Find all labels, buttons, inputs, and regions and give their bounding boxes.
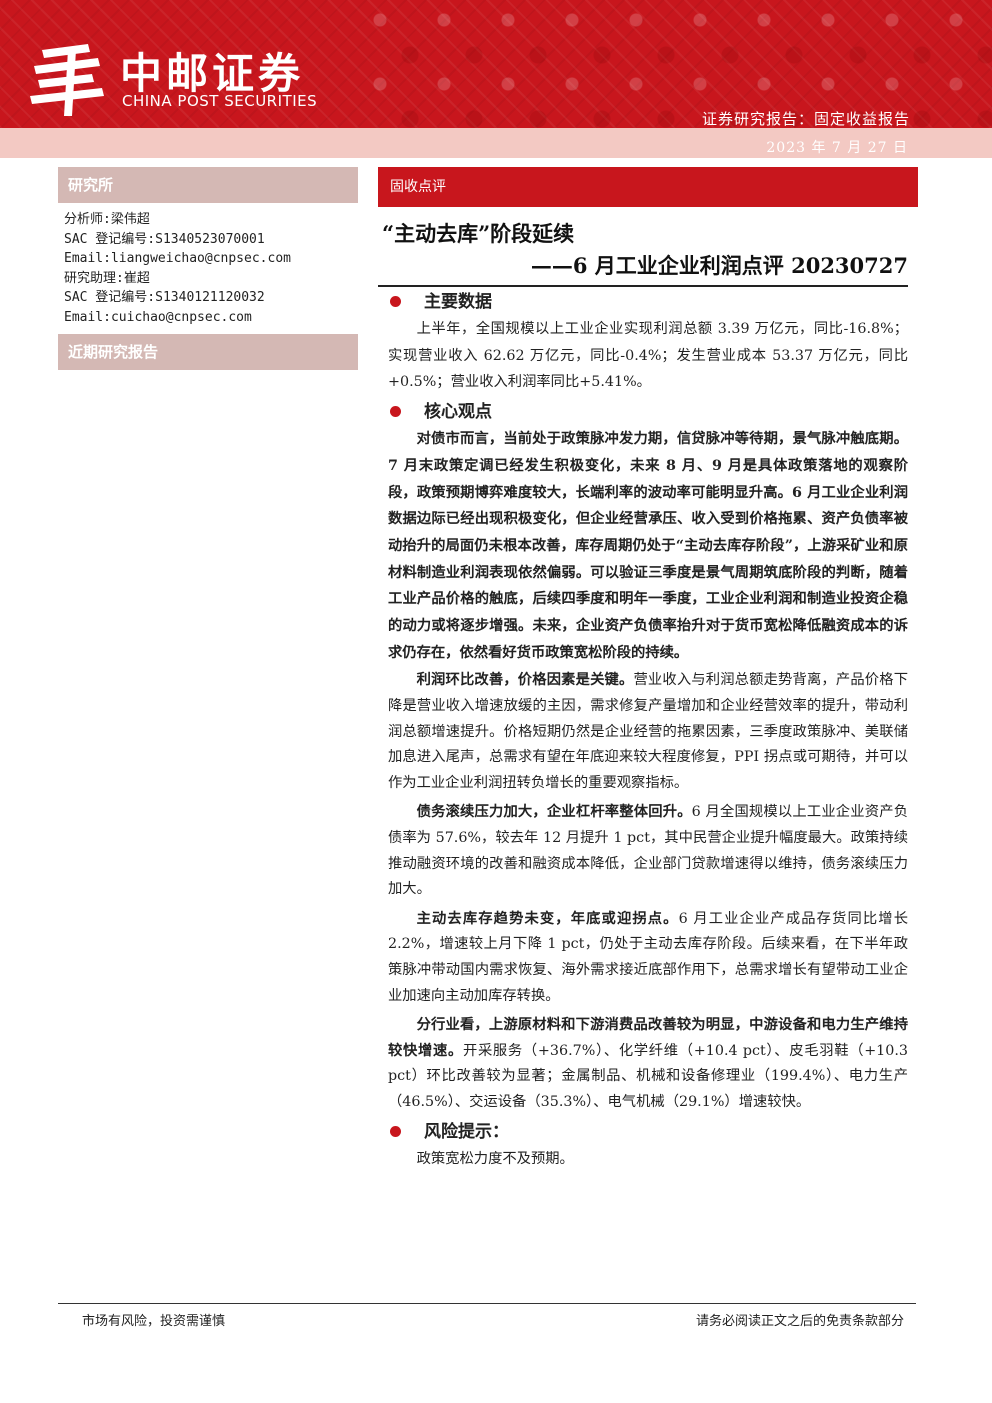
institute-header: 研究所 [58,167,358,203]
date-band: 2023 年 7 月 27 日 [0,128,992,158]
inventory-paragraph: 主动去库存趋势未变，年底或迎拐点。6 月工业企业产成品存货同比增长 2.2%，增… [388,907,908,1009]
title-divider [378,285,908,287]
footer-disclaimer-notice: 请务必阅读正文之后的免责条款部分 [695,1314,904,1329]
debt-body: 6 月全国规模以上工业企业资产负债率为 57.6%，较去年 12 月提升 1 p… [388,804,908,898]
key-data-paragraph: 上半年，全国规模以上工业企业实现利润总额 3.39 万亿元，同比-16.8%；实… [388,321,908,391]
company-logo: 中邮证券 CHINA POST SECURITIES [28,40,348,120]
section-heading-risk: 风险提示： [388,1118,908,1146]
assistant-name: 研究助理:崔超 [64,270,150,286]
industry-body: 开采服务（+36.7%）、化学纤维（+10.4 pct）、皮毛羽鞋（+10.3 … [388,1042,909,1110]
footer-risk-notice: 市场有风险，投资需谨慎 [82,1314,226,1329]
inventory-body: 6 月工业企业产成品存货同比增长 2.2%，增速较上月下降 1 pct，仍处于主… [388,910,908,1004]
analyst-email[interactable]: Email:liangweichao@cnpsec.com [64,251,291,266]
profit-lead: 利润环比改善，价格因素是关键。 [416,672,634,689]
section-heading-key-data: 主要数据 [388,288,908,316]
red-bullet-icon [390,406,401,418]
logo-chinese-name: 中邮证券 [120,49,305,98]
section-heading-core-view: 核心观点 [388,398,908,426]
logo-english-name: CHINA POST SECURITIES [122,92,318,110]
recent-reports-header: 近期研究报告 [58,334,358,370]
report-date: 2023 年 7 月 27 日 [766,140,908,156]
profit-body: 营业收入与利润总额走势背离，产品价格下降是营业收入增速放缓的主因，需求修复产量增… [388,672,909,791]
china-post-logo-icon [30,44,104,116]
inventory-lead: 主动去库存趋势未变，年底或迎拐点。 [416,910,679,927]
header-banner: 中邮证券 CHINA POST SECURITIES 证券研究报告：固定收益报告 [0,0,992,128]
footer-divider [58,1303,916,1304]
banner-pattern [360,0,992,128]
report-type: 证券研究报告：固定收益报告 [701,110,910,128]
risk-paragraph: 政策宽松力度不及预期。 [416,1150,574,1167]
red-bullet-icon [390,1125,401,1137]
debt-paragraph: 债务滚续压力加大，企业杠杆率整体回升。6 月全国规模以上工业企业资产负债率为 5… [388,800,908,902]
assistant-email[interactable]: Email:cuichao@cnpsec.com [64,309,252,325]
core-view-summary: 对债市而言，当前处于政策脉冲发力期，信贷脉冲等待期，景气脉冲触底期。7 月末政策… [388,431,908,661]
analyst-name: 分析师:梁伟超 [64,212,150,227]
report-subtitle: ——6 月工业企业利润点评 20230727 [530,253,908,278]
report-category-tag: 固收点评 [378,167,918,207]
red-bullet-icon [390,296,401,307]
assistant-sac-number: SAC 登记编号:S1340121120032 [64,290,265,305]
industry-lead: 分行业看，上游原材料和下游消费品改善较为明显，中游设备和电力生产维持较快增速。 [388,1017,908,1059]
debt-lead: 债务滚续压力加大，企业杠杆率整体回升。 [416,804,692,821]
industry-paragraph: 分行业看，上游原材料和下游消费品改善较为明显，中游设备和电力生产维持较快增速。开… [388,1013,908,1115]
profit-paragraph: 利润环比改善，价格因素是关键。营业收入与利润总额走势背离，产品价格下降是营业收入… [388,668,908,796]
analyst-sac-number: SAC 登记编号:S1340523070001 [64,231,265,247]
report-title: “主动去库”阶段延续 [382,221,575,246]
report-body: 主要数据 上半年，全国规模以上工业企业实现利润总额 3.39 万亿元，同比-16… [388,288,908,1172]
analyst-info: 分析师:梁伟超 SAC 登记编号:S1340523070001 Email:li… [64,210,364,327]
